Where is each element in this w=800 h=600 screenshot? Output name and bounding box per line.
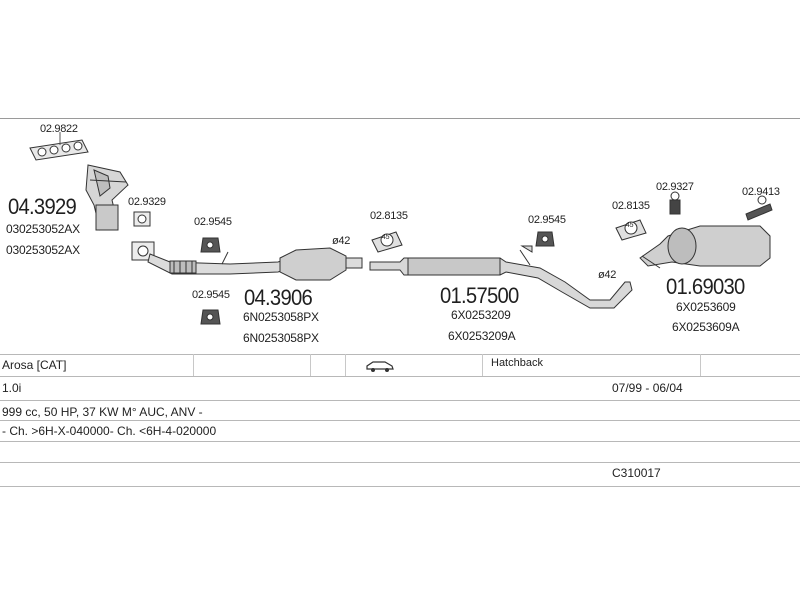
- years-cell: 07/99 - 06/04: [612, 381, 683, 395]
- rubber-mount-2-label: 02.9545: [192, 289, 230, 301]
- middle-silencer-number[interactable]: 01.57500: [440, 283, 519, 308]
- manifold-catalyst-oem-2: 030253052AX: [6, 243, 80, 257]
- manifold-catalyst-drawing: [85, 164, 129, 231]
- rear-silencer-oem-1: 6X0253609: [676, 300, 736, 314]
- rear-silencer-number[interactable]: 01.69030: [666, 274, 745, 299]
- table-divider-4: [482, 354, 483, 376]
- hanger-1-drawing: [669, 191, 681, 215]
- table-divider-3: [345, 354, 346, 376]
- manifold-gasket-drawing: [29, 132, 89, 161]
- clamp-2-size: 45: [626, 222, 634, 229]
- table-row-line-4: [0, 441, 800, 442]
- clamp-2-drawing: [615, 219, 647, 241]
- exhaust-diagram: [29, 132, 773, 325]
- spec-cell: 999 cc, 50 HP, 37 KW M° AUC, ANV -: [2, 405, 203, 419]
- engine-cell: 1.0i: [2, 381, 22, 395]
- small-gasket-drawing: [131, 211, 155, 261]
- hanger-2-label: 02.9413: [742, 186, 780, 198]
- body-type-cell: Hatchback: [491, 357, 543, 369]
- gasket-top-label: 02.9822: [40, 123, 78, 135]
- manifold-catalyst-oem-1: 030253052AX: [6, 222, 80, 236]
- table-bottom-line: [0, 486, 800, 487]
- reference-cell: C310017: [612, 466, 661, 480]
- table-divider-2: [310, 354, 311, 376]
- rubber-mount-3-label: 02.9545: [528, 214, 566, 226]
- rubber-mount-1-label: 02.9545: [194, 216, 232, 228]
- front-pipe-number[interactable]: 04.3906: [244, 285, 313, 310]
- hanger-2-drawing: [745, 195, 773, 221]
- chassis-cell: - Ch. >6H-X-040000- Ch. <6H-4-020000: [2, 424, 217, 438]
- clamp-1-drawing: [371, 231, 403, 253]
- table-divider-5: [700, 354, 701, 376]
- front-pipe-drawing: [147, 247, 363, 281]
- table-divider-1: [193, 354, 194, 376]
- table-row-line-1: [0, 376, 800, 377]
- small-gasket-label: 02.9329: [128, 196, 166, 208]
- front-pipe-oem-2: 6N0253058PX: [243, 331, 319, 345]
- rear-silencer-drawing: [639, 225, 771, 269]
- hanger-1-label: 02.9327: [656, 181, 694, 193]
- rubber-mount-3-drawing: [535, 231, 555, 247]
- table-row-line-2: [0, 400, 800, 401]
- clamp-1-size: 45: [382, 234, 390, 241]
- rear-silencer-oem-2: 6X0253609A: [672, 320, 740, 334]
- front-pipe-oem-1: 6N0253058PX: [243, 310, 319, 324]
- top-border: [0, 118, 800, 119]
- clamp-2-label: 02.8135: [612, 200, 650, 212]
- car-icon: [365, 359, 395, 378]
- diameter-2-label: ø42: [598, 269, 617, 281]
- model-cell: Arosa [CAT]: [2, 358, 67, 372]
- middle-silencer-oem-1: 6X0253209: [451, 308, 511, 322]
- rubber-mount-1-drawing: [200, 237, 221, 253]
- table-top-line: [0, 354, 800, 355]
- diameter-1-label: ø42: [332, 235, 351, 247]
- table-row-line-5: [0, 462, 800, 463]
- clamp-1-label: 02.8135: [370, 210, 408, 222]
- manifold-catalyst-number[interactable]: 04.3929: [8, 194, 77, 219]
- middle-silencer-oem-2: 6X0253209A: [448, 329, 516, 343]
- rubber-mount-2-drawing: [200, 309, 221, 325]
- table-row-line-3: [0, 420, 800, 421]
- middle-silencer-drawing: [369, 245, 633, 309]
